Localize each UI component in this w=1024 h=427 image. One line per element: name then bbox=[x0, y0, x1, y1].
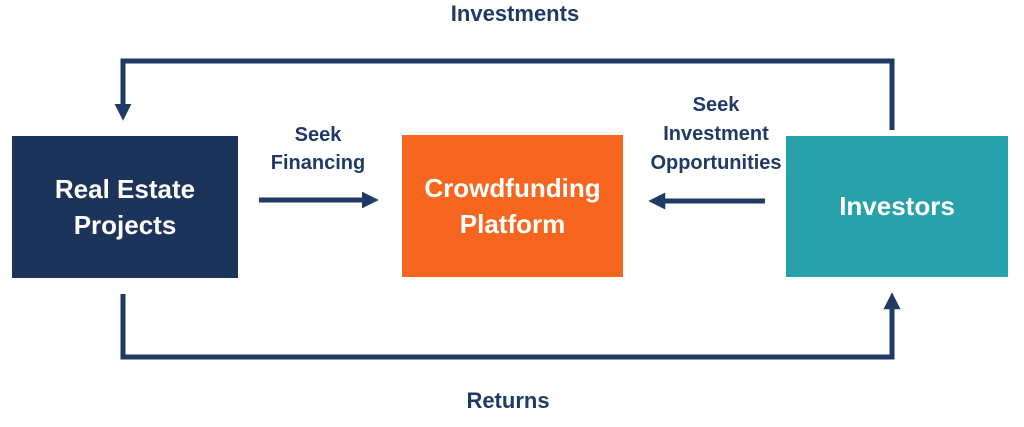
returns-label: Returns bbox=[466, 388, 550, 413]
investors-node: Investors bbox=[786, 136, 1008, 277]
investments-label: Investments bbox=[450, 1, 580, 26]
real-estate-projects-node: Real Estate Projects bbox=[12, 136, 238, 278]
crowdfunding-platform-node: Crowdfunding Platform bbox=[402, 135, 623, 277]
real-estate-projects-node-label: Real Estate Projects bbox=[54, 173, 196, 240]
investors-node-label: Investors bbox=[839, 191, 955, 222]
crowdfunding-platform-node-label: Crowdfunding Platform bbox=[424, 172, 601, 239]
returns-arrow bbox=[120, 292, 901, 360]
seek-investment-opportunities-label: Seek Investment Opportunities bbox=[650, 94, 782, 174]
seek-financing-label: Seek Financing bbox=[270, 124, 366, 174]
